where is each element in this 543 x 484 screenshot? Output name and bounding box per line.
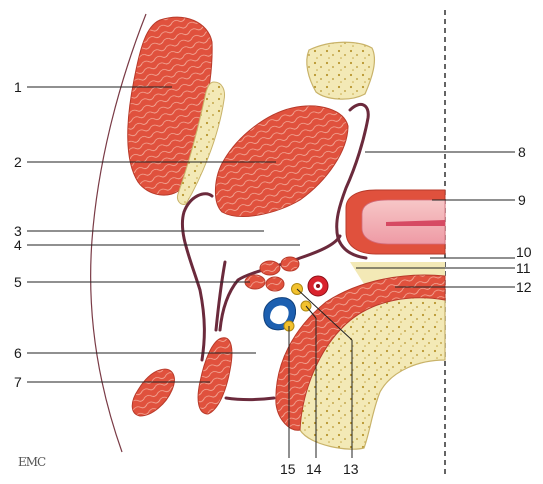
muscle-7 xyxy=(132,369,174,416)
label-15: 15 xyxy=(280,461,296,477)
muscle-2 xyxy=(215,106,348,216)
label-4: 4 xyxy=(14,237,22,253)
label-9: 9 xyxy=(518,192,526,208)
label-8: 8 xyxy=(518,144,526,160)
label-2: 2 xyxy=(14,154,22,170)
label-6: 6 xyxy=(14,345,22,361)
label-10: 10 xyxy=(516,244,532,260)
label-7: 7 xyxy=(14,374,22,390)
label-13: 13 xyxy=(343,461,359,477)
label-1: 1 xyxy=(14,79,22,95)
signature-logo: EMC xyxy=(18,455,46,469)
label-12: 12 xyxy=(516,279,532,295)
label-11: 11 xyxy=(516,260,531,276)
label-14: 14 xyxy=(306,461,322,477)
bone-fragment-top xyxy=(307,42,375,99)
label-5: 5 xyxy=(14,274,22,290)
artery xyxy=(308,276,328,296)
fascia-bottom xyxy=(226,398,274,400)
